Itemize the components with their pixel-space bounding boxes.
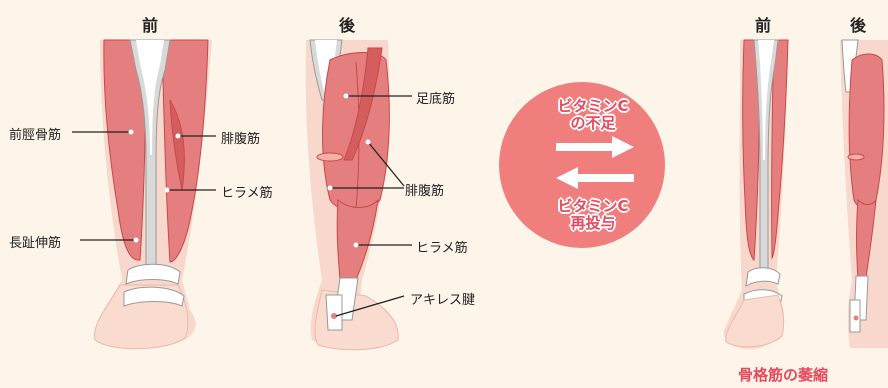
back-header: 後 (339, 12, 355, 36)
readministration-text: ビタミンC 再投与 (557, 198, 628, 232)
label-plantaris: 足底筋 (416, 88, 455, 107)
atrophy-caption: 骨格筋の萎縮 (738, 364, 828, 385)
deficiency-text: ビタミンC の不足 (557, 98, 628, 132)
label-tibialis-anterior: 前脛骨筋 (9, 124, 61, 143)
atrophy-back-header: 後 (850, 12, 866, 36)
deficiency-line1: ビタミンC (557, 98, 628, 115)
label-back-soleus: ヒラメ筋 (416, 237, 468, 256)
label-front-soleus: ヒラメ筋 (221, 182, 273, 201)
label-extensor-digitorum-longus: 長趾伸筋 (9, 232, 61, 251)
atrophy-front-header: 前 (755, 12, 771, 36)
deficiency-line2: の不足 (557, 115, 628, 132)
readministration-line1: ビタミンC (557, 198, 628, 215)
front-leg-illustration (95, 40, 212, 349)
label-back-gastrocnemius: 腓腹筋 (405, 180, 444, 199)
back-leg-illustration (306, 40, 399, 350)
front-header: 前 (142, 12, 158, 36)
label-achilles-tendon: アキレス腱 (410, 289, 475, 308)
atrophied-front-leg (724, 40, 788, 349)
label-front-gastrocnemius: 腓腹筋 (221, 128, 260, 147)
atrophied-back-leg (840, 40, 888, 348)
readministration-line2: 再投与 (557, 215, 628, 232)
